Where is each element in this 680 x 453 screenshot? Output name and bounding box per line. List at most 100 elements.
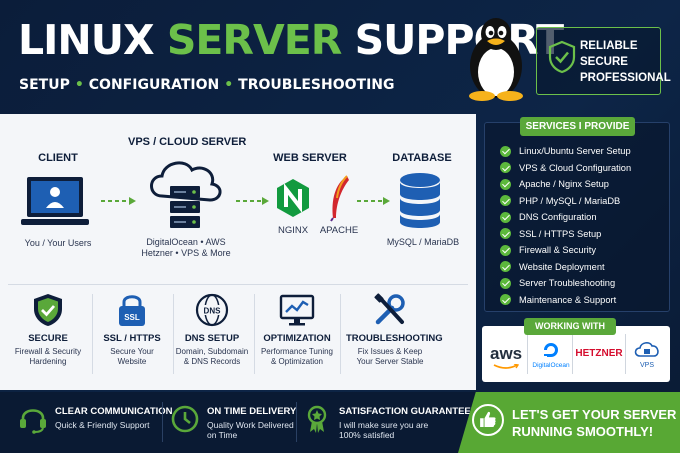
shield-icon — [34, 294, 62, 326]
client-sub: You / Your Users — [24, 238, 92, 248]
header: LINUX SERVER SUPPORT SETUP•CONFIGURATION… — [0, 0, 680, 112]
feature-title: DNS SETUP — [184, 333, 240, 344]
service-label: DNS Configuration — [519, 212, 597, 223]
list-item: Website Deployment — [500, 259, 631, 276]
partners-panel: aws DigitalOcean HETZNER VPS — [482, 326, 670, 382]
subtitle-dot: • — [74, 77, 84, 93]
laptop-user-icon — [21, 177, 89, 225]
flow-arrow-icon — [101, 197, 136, 205]
digitalocean-logo-icon — [544, 343, 558, 357]
separator — [340, 294, 341, 374]
tux-penguin-icon — [469, 18, 523, 101]
working-with-title: WORKING WITH — [524, 318, 616, 335]
check-icon — [500, 244, 511, 256]
award-icon — [307, 405, 327, 433]
list-item: DNS Configuration — [500, 209, 631, 226]
service-label: Maintenance & Support — [519, 294, 617, 305]
separator — [296, 402, 297, 442]
aws-logo: aws — [490, 344, 523, 363]
subtitle-troubleshooting: TROUBLESHOOTING — [238, 77, 395, 93]
feature-sub-line1: Secure Your — [110, 347, 154, 356]
list-item: Firewall & Security — [500, 242, 631, 259]
ssl-lock-icon: SSL — [119, 295, 145, 326]
separator — [162, 402, 163, 442]
page-title: LINUX SERVER SUPPORT — [18, 16, 564, 64]
footer-item-line1: I will make sure you are — [339, 420, 429, 430]
feature-dns: DNS DNS SETUP Domain, Subdomain& DNS Rec… — [168, 292, 256, 367]
subtitle-configuration: CONFIGURATION — [88, 77, 220, 93]
separator — [625, 334, 626, 374]
database-icon — [400, 173, 440, 228]
shield-check-icon — [548, 40, 576, 74]
feature-title: SECURE — [28, 333, 68, 344]
service-label: VPS & Cloud Configuration — [519, 162, 632, 173]
hetzner-logo: HETZNER — [575, 348, 623, 359]
title-support: SUPPORT — [341, 16, 564, 64]
separator — [572, 334, 573, 374]
monitor-chart-icon — [279, 294, 315, 326]
service-label: Server Troubleshooting — [519, 278, 616, 289]
check-icon — [500, 211, 511, 223]
footer-item-line1: Quick & Friendly Support — [55, 420, 150, 430]
feature-sub-line2: & Optimization — [270, 357, 324, 366]
check-icon — [500, 261, 511, 273]
footer-item-title: CLEAR COMMUNICATION — [55, 406, 173, 417]
architecture-panel: CLIENT You / Your Users VPS / CLOUD SERV… — [0, 114, 476, 390]
service-label: PHP / MySQL / MariaDB — [519, 195, 621, 206]
cta-text: LET'S GET YOUR SERVER RUNNING SMOOTHLY! — [512, 406, 676, 440]
service-label: SSL / HTTPS Setup — [519, 228, 602, 239]
service-label: Apache / Nginx Setup — [519, 179, 609, 190]
footer-item-line2: on Time — [207, 430, 238, 440]
reliability-badge: RELIABLE SECURE PROFESSIONAL — [536, 27, 671, 95]
list-item: PHP / MySQL / MariaDB — [500, 193, 631, 210]
web-server-title: WEB SERVER — [273, 152, 347, 164]
subtitle: SETUP•CONFIGURATION•TROUBLESHOOTING — [19, 77, 395, 93]
feature-sub-line1: Performance Tuning — [260, 347, 334, 356]
footer-item-line1: Quality Work Delivered — [207, 420, 294, 430]
title-linux: LINUX — [18, 16, 167, 64]
database-title: DATABASE — [392, 152, 452, 164]
vps-label: VPS — [639, 362, 654, 369]
feature-sub-line2: Website — [117, 357, 147, 366]
list-item: VPS & Cloud Configuration — [500, 160, 631, 177]
services-list: Linux/Ubuntu Server Setup VPS & Cloud Co… — [500, 143, 631, 308]
dns-globe-icon: DNS — [195, 293, 229, 327]
tools-icon — [374, 293, 405, 325]
feature-title: TROUBLESHOOTING — [346, 333, 443, 344]
vps-sub-line1: DigitalOcean • AWS — [146, 237, 226, 247]
cta-line2: RUNNING SMOOTHLY! — [512, 424, 654, 439]
footer-item-title: SATISFACTION GUARANTEED — [339, 406, 478, 417]
separator — [92, 294, 93, 374]
service-label: Linux/Ubuntu Server Setup — [519, 146, 631, 157]
footer-item-title: ON TIME DELIVERY — [207, 406, 297, 417]
check-icon — [500, 195, 511, 207]
separator — [254, 294, 255, 374]
flow-arrow-icon — [357, 197, 390, 205]
feature-sub-line2: Your Server Stable — [356, 357, 424, 366]
list-item: Maintenance & Support — [500, 292, 631, 309]
check-icon — [500, 178, 511, 190]
nginx-logo-icon — [277, 179, 309, 217]
badge-secure: SECURE — [580, 56, 628, 68]
feature-optimization: OPTIMIZATION Performance Tuning& Optimiz… — [253, 292, 341, 367]
apache-label: APACHE — [319, 225, 359, 236]
vps-cloud-icon — [634, 342, 659, 357]
svg-text:SSL: SSL — [124, 313, 140, 322]
thumbs-up-icon — [472, 404, 504, 436]
vps-title: VPS / CLOUD SERVER — [128, 136, 247, 148]
cloud-server-icon — [150, 161, 222, 228]
check-icon — [500, 294, 511, 306]
subtitle-dot: • — [224, 77, 234, 93]
separator — [173, 294, 174, 374]
feature-title: SSL / HTTPS — [103, 333, 161, 344]
feature-sub-line1: Domain, Subdomain — [175, 347, 249, 356]
list-item: SSL / HTTPS Setup — [500, 226, 631, 243]
check-icon — [500, 145, 511, 157]
vps-sub: DigitalOcean • AWS Hetzner • VPS & More — [134, 237, 238, 259]
client-title: CLIENT — [38, 152, 78, 164]
subtitle-setup: SETUP — [19, 77, 70, 93]
